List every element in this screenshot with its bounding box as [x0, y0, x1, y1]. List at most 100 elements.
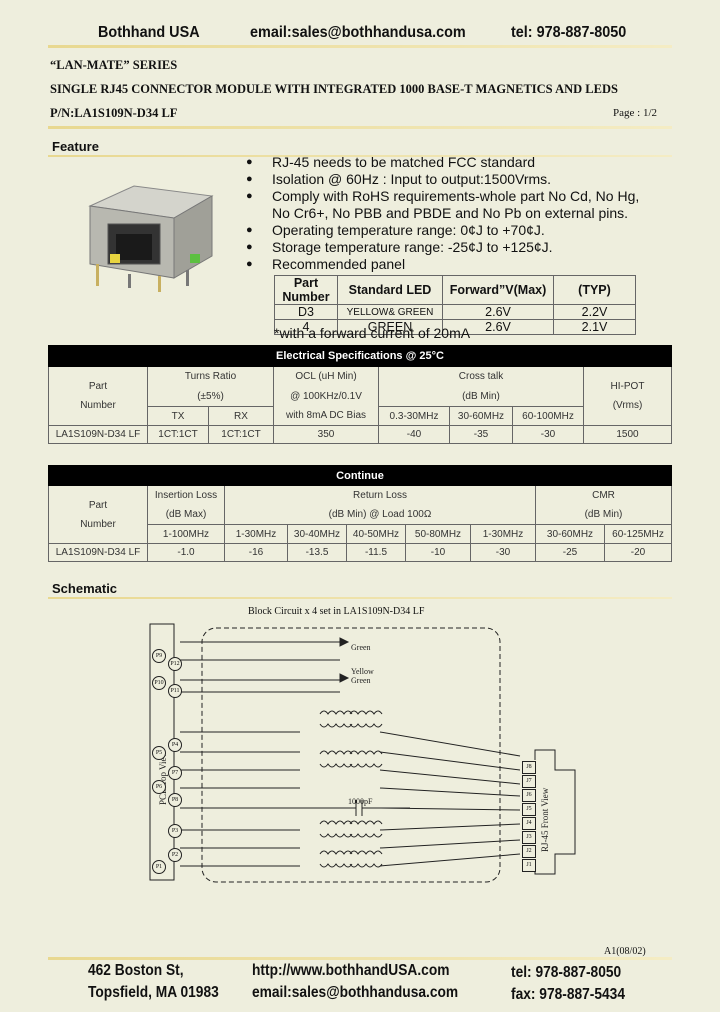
green-led-label-2: Green: [351, 676, 371, 685]
footer-tel: tel: 978-887-8050: [511, 964, 622, 981]
pcb-pin: P11: [168, 684, 182, 698]
cmr-header: CMR: [535, 485, 672, 506]
rj45-pin: J4: [522, 817, 536, 830]
continue-title: Continue: [48, 465, 672, 486]
spec-cell: LA1S109N-D34 LF: [48, 425, 148, 444]
header-tel: tel: 978-887-8050: [511, 24, 627, 41]
rj45-pin: J3: [522, 831, 536, 844]
feature-item: Recommended panel: [246, 256, 639, 273]
pcb-pin: P8: [168, 793, 182, 807]
crosstalk-band: 60-100MHz: [512, 406, 584, 426]
insertion-loss-header: Insertion Loss: [147, 485, 225, 506]
spec-cell: 1CT:1CT: [147, 425, 209, 444]
rx-header: RX: [208, 406, 274, 426]
green-led-label: Green: [351, 643, 371, 652]
page-indicator: Page : 1/2: [613, 107, 657, 119]
spec-cell: 1500: [583, 425, 672, 444]
spec-cell: -35: [449, 425, 513, 444]
frequency-band: 40-50MHz: [346, 524, 406, 544]
connector-image: [88, 185, 214, 292]
crosstalk-band: 30-60MHz: [449, 406, 513, 426]
company-name: Bothhand USA: [98, 24, 200, 41]
pcb-pin: P1: [152, 860, 166, 874]
spec-cell: -20: [604, 543, 672, 562]
part-number: P/N:LA1S109N-D34 LF: [50, 106, 178, 120]
crosstalk-band: 0.3-30MHz: [378, 406, 450, 426]
frequency-band: 30-40MHz: [287, 524, 347, 544]
turns-tolerance: (±5%): [147, 386, 274, 407]
led-cell: 2.6V: [442, 319, 554, 335]
ocl-header: OCL (uH Min): [273, 366, 379, 387]
feature-item: Operating temperature range: 0¢J to +70¢…: [246, 222, 639, 239]
spec-cell: -16: [224, 543, 288, 562]
spec-cell: -1.0: [147, 543, 225, 562]
title-divider: [48, 126, 672, 129]
frequency-band: 30-60MHz: [535, 524, 605, 544]
header-divider: [48, 45, 672, 48]
spec-cell: -13.5: [287, 543, 347, 562]
pcb-pin: P2: [168, 848, 182, 862]
pcb-pin: P10: [152, 676, 166, 690]
schematic-heading: Schematic: [52, 581, 118, 596]
header-email[interactable]: email:sales@bothhandusa.com: [250, 24, 466, 41]
led-cell: YELLOW& GREEN: [337, 304, 443, 320]
return-loss-header: Return Loss: [224, 485, 536, 506]
turns-ratio-header: Turns Ratio: [147, 366, 274, 387]
footer-website[interactable]: http://www.bothhandUSA.com: [252, 962, 450, 979]
led-col-header: Forward”V(Max): [442, 275, 554, 305]
spec-cell: -40: [378, 425, 450, 444]
pcb-pin: P12: [168, 657, 182, 671]
pcb-pin: P6: [152, 780, 166, 794]
led-col-header: Standard LED: [337, 275, 443, 305]
cmr-unit: (dB Min): [535, 505, 672, 525]
footer-address-line2: Topsfield, MA 01983: [88, 984, 219, 1001]
frequency-band: 1-100MHz: [147, 524, 225, 544]
rj45-pin: J6: [522, 789, 536, 802]
pcb-pin: P5: [152, 746, 166, 760]
spec-cell: -25: [535, 543, 605, 562]
spec-cell: LA1S109N-D34 LF: [48, 543, 148, 562]
spec-cell: -11.5: [346, 543, 406, 562]
footer-fax: fax: 978-887-5434: [511, 986, 625, 1003]
footer-email[interactable]: email:sales@bothhandusa.com: [252, 984, 459, 1001]
led-cell: GREEN: [337, 319, 443, 335]
footer-divider: [48, 957, 672, 960]
schematic-divider: [48, 597, 672, 599]
crosstalk-unit: (dB Min): [378, 386, 584, 407]
pcb-pin: P9: [152, 649, 166, 663]
rj45-pin: J7: [522, 775, 536, 788]
series-name: “LAN-MATE” SERIES: [50, 58, 178, 72]
feature-list: RJ-45 needs to be matched FCC standard I…: [246, 154, 639, 273]
led-col-header: Part Number: [274, 275, 338, 305]
feature-item: Isolation @ 60Hz : Input to output:1500V…: [246, 171, 639, 188]
rj45-front-view-label: RJ-45 Front View: [540, 787, 550, 852]
revision-code: A1(08/02): [604, 946, 646, 957]
feature-heading: Feature: [52, 139, 99, 154]
led-table: Part Number Standard LED Forward”V(Max) …: [274, 275, 636, 335]
spec-cell: -30: [512, 425, 584, 444]
pcb-pin: P7: [168, 766, 182, 780]
crosstalk-header: Cross talk: [378, 366, 584, 387]
electrical-spec-title: Electrical Specifications @ 25°C: [48, 345, 672, 367]
document-title: SINGLE RJ45 CONNECTOR MODULE WITH INTEGR…: [50, 82, 618, 96]
frequency-band: 50-80MHz: [405, 524, 471, 544]
rj45-pin: J8: [522, 761, 536, 774]
led-note: *with a forward current of 20mA: [274, 325, 471, 341]
feature-item: RJ-45 needs to be matched FCC standard: [246, 154, 639, 171]
feature-item: Comply with RoHS requirements-whole part…: [246, 188, 639, 205]
spec-cell: 1CT:1CT: [208, 425, 274, 444]
insertion-loss-unit: (dB Max): [147, 505, 225, 525]
spec-cell: -10: [405, 543, 471, 562]
return-loss-unit: (dB Min) @ Load 100Ω: [224, 505, 536, 525]
footer-address-line1: 462 Boston St,: [88, 962, 184, 979]
frequency-band: 1-30MHz: [224, 524, 288, 544]
spec-cell: -30: [470, 543, 536, 562]
rj45-pin: J5: [522, 803, 536, 816]
yellow-led-label: Yellow: [351, 667, 374, 676]
led-cell: 2.6V: [442, 304, 554, 320]
ocl-bias: with 8mA DC Bias: [273, 406, 379, 426]
capacitor-label: 1000pF: [348, 797, 373, 806]
